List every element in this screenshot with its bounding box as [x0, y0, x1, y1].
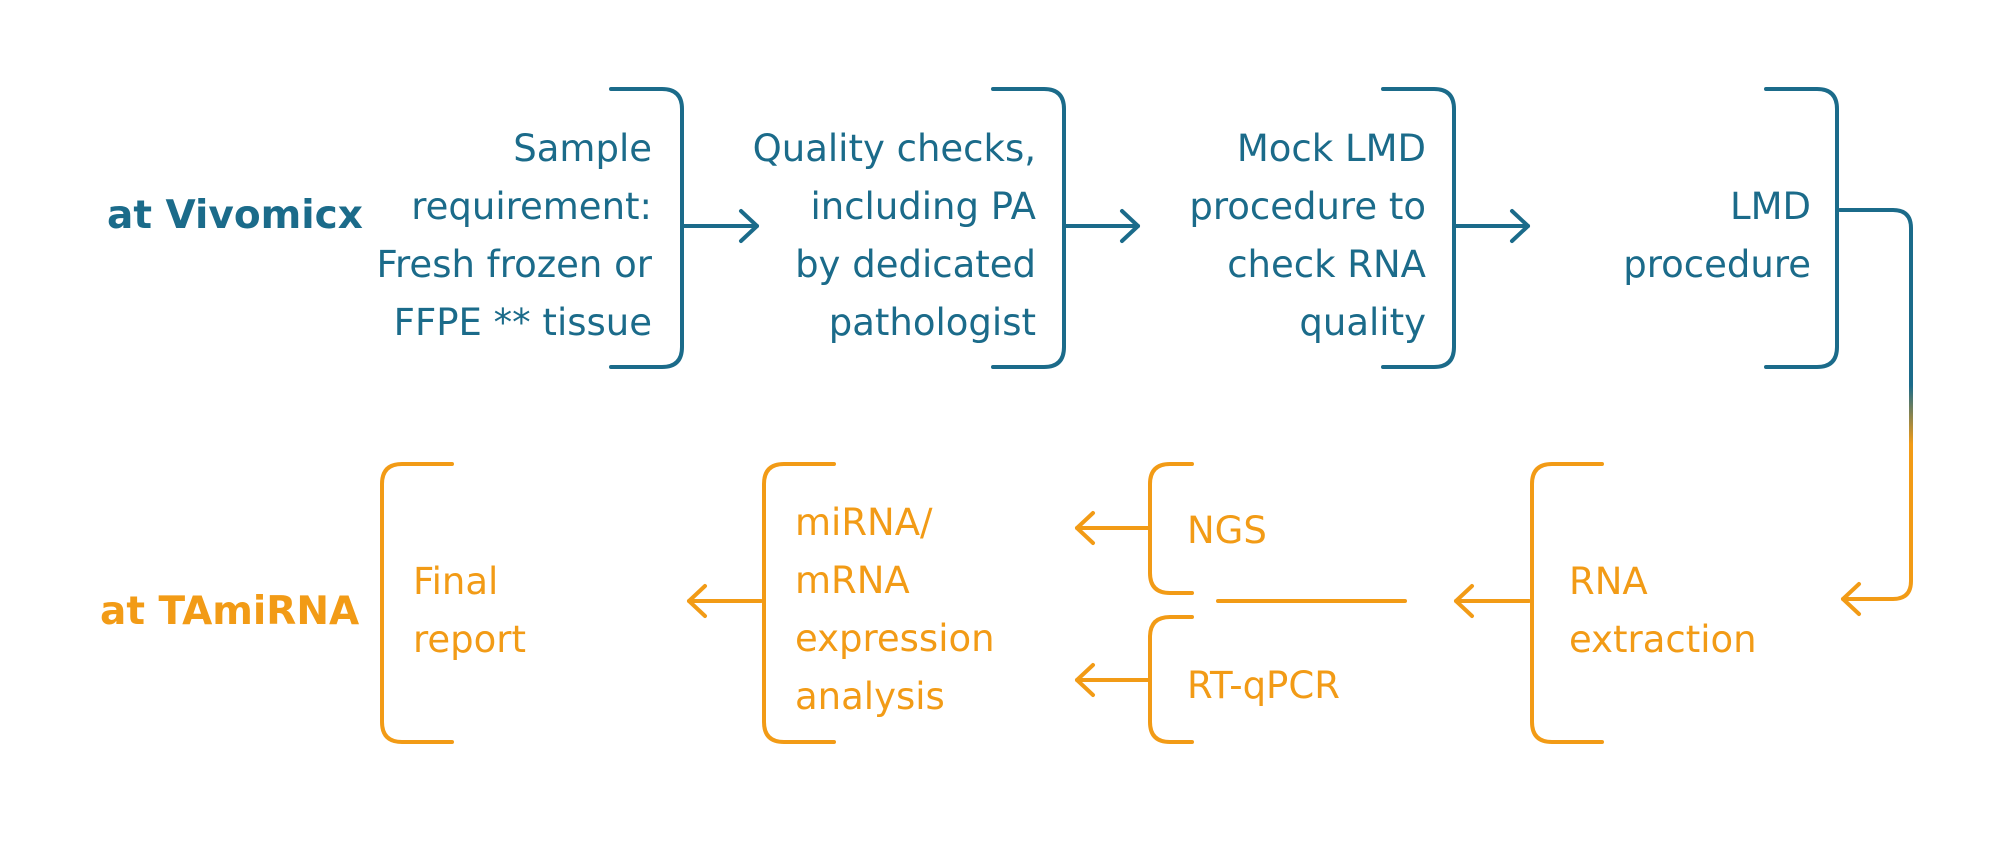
- arrow-rna-to-split: [1454, 584, 1531, 618]
- bracket-final-report: [380, 462, 454, 744]
- bracket-rna-extraction: [1530, 462, 1604, 744]
- step-ngs: NGS: [1187, 509, 1267, 552]
- bracket-mock-lmd: [1381, 87, 1456, 369]
- arrow-quality-to-mock: [1064, 209, 1140, 243]
- step-rna-extraction: RNA extraction: [1569, 560, 1757, 661]
- step-mock-lmd: Mock LMD procedure to check RNA quality: [1189, 127, 1426, 344]
- bracket-sample: [609, 87, 684, 369]
- arrow-rtqpcr-to-expression: [1075, 663, 1150, 697]
- connector-lmd-to-rna: [1838, 208, 1913, 601]
- bracket-expression: [762, 462, 836, 744]
- bracket-rt-qpcr: [1148, 615, 1194, 744]
- arrowhead-rna-extraction: [1841, 582, 1861, 616]
- bracket-lmd: [1764, 87, 1839, 369]
- arrow-expression-to-report: [687, 584, 763, 618]
- step-mirna-mrna-expression: miRNA/ mRNA expression analysis: [795, 501, 995, 718]
- arrow-mock-to-lmd: [1454, 209, 1530, 243]
- bracket-quality: [991, 87, 1066, 369]
- row-label-vivomicx: at Vivomicx: [107, 193, 363, 238]
- step-quality-checks: Quality checks, including PA by dedicate…: [752, 127, 1036, 344]
- step-rt-qpcr: RT-qPCR: [1187, 664, 1340, 707]
- bracket-ngs: [1148, 462, 1194, 595]
- arrow-sample-to-quality: [682, 209, 759, 243]
- arrow-ngs-to-expression: [1075, 511, 1150, 545]
- step-sample-requirement: Sample requirement: Fresh frozen or FFPE…: [376, 127, 652, 344]
- step-lmd-procedure: LMD procedure: [1623, 185, 1811, 286]
- row-label-tamirna: at TAmiRNA: [100, 589, 360, 634]
- step-final-report: Final report: [413, 560, 527, 661]
